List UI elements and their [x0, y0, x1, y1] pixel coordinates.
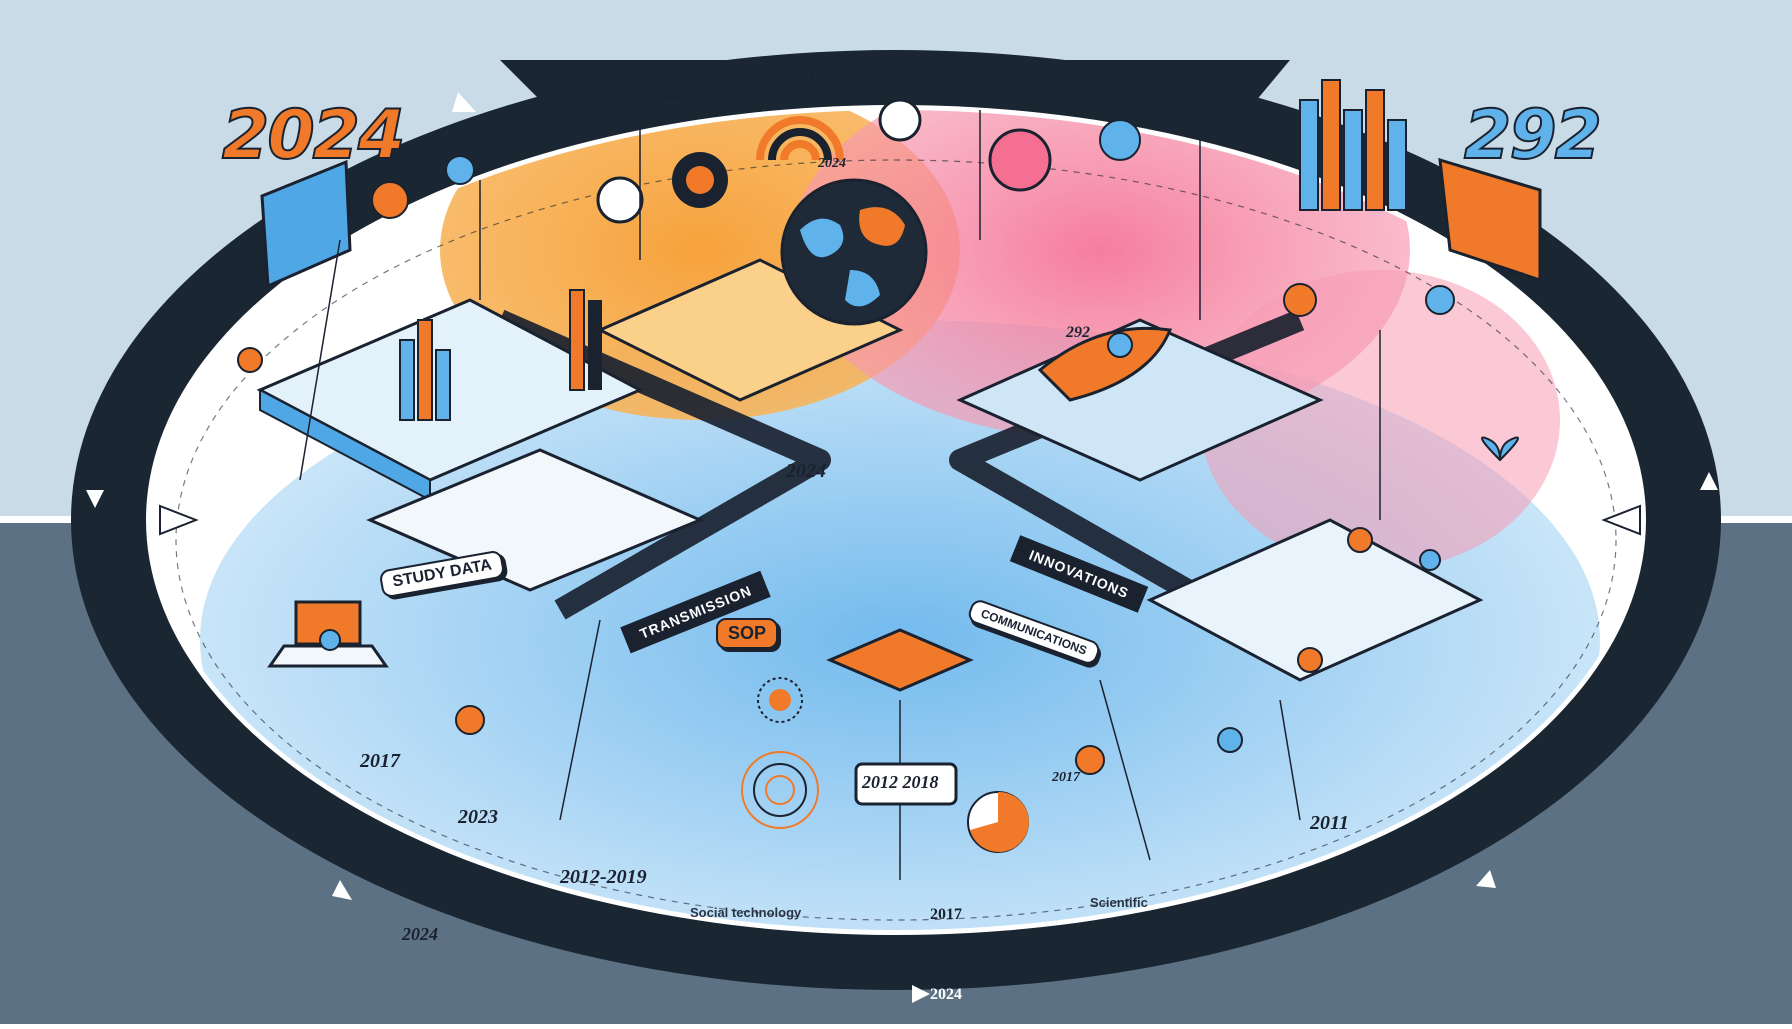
platform-center	[826, 628, 974, 692]
hub-path-left	[495, 309, 831, 620]
year-right: 2011	[1310, 812, 1349, 834]
satellite-dish-icon	[756, 116, 844, 161]
pie-chart-icon	[967, 791, 1029, 853]
year-bottom-center: 2024	[930, 986, 962, 1003]
radar-icon	[741, 677, 819, 829]
bar-chart-left	[399, 289, 602, 421]
ring-arrows	[86, 92, 1718, 1003]
year-lower-left2: 2012-2019	[560, 866, 647, 888]
year-right-small: 2017	[1052, 770, 1080, 785]
monitor-icon	[260, 157, 1542, 289]
year-bottom-left: 2024	[402, 924, 438, 944]
connector-lines	[299, 110, 1381, 880]
tag-sop: SOP	[716, 618, 779, 649]
top-label: Primary technologies	[810, 68, 932, 83]
arrow-bottom-right	[1476, 870, 1496, 888]
side-arrow-right	[1601, 504, 1641, 536]
year-top-left-small: 3000	[660, 88, 688, 103]
year-center: 2017	[930, 906, 962, 923]
year-box	[854, 762, 958, 806]
arrow-bottom-left	[332, 880, 352, 900]
corner-year-left: 2024	[221, 95, 406, 176]
year-lower-left: 2023	[458, 806, 498, 828]
dashed-orbit	[175, 159, 1617, 921]
platform-right-low	[1146, 518, 1484, 682]
arrow-left	[86, 490, 104, 508]
year-mid-left: 2017	[360, 750, 400, 772]
globe-icon	[780, 178, 928, 326]
arrow-right	[1700, 472, 1718, 490]
laptop-icon	[267, 600, 389, 668]
ring-notch	[500, 60, 1290, 120]
year-hub: 2024	[786, 460, 826, 482]
arrow-bottom	[912, 985, 930, 1003]
year-center-box: 2012 2018	[862, 772, 939, 792]
platforms	[256, 258, 1484, 692]
bar-chart-top-right	[1299, 79, 1407, 211]
caption-scientific: Scientific	[1090, 895, 1148, 910]
corner-year-right: 292	[1463, 95, 1603, 176]
year-top-small: 2024	[818, 156, 846, 171]
year-top-right-small: 292	[1066, 324, 1090, 341]
caption-social: Social technology	[690, 905, 802, 920]
node-cluster	[237, 98, 1455, 775]
rocket-icon	[1037, 326, 1173, 402]
butterfly-icon	[1481, 436, 1519, 462]
side-arrow-left	[159, 504, 199, 536]
arrow-top-left	[452, 92, 476, 112]
